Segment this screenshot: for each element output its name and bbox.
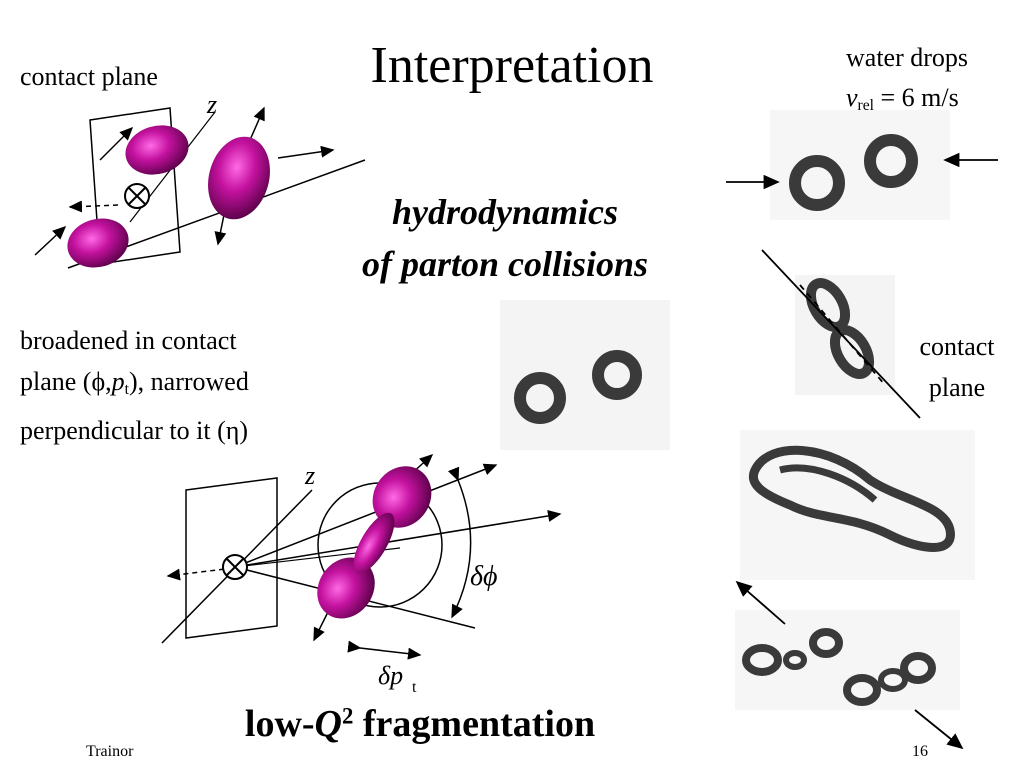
arrow-out-lower-right [914, 709, 964, 750]
broadened-line3: perpendicular to it (η) [20, 415, 249, 445]
velocity-value: = 6 m/s [874, 83, 959, 112]
hydro-line1: hydrodynamics [391, 192, 618, 232]
delta-pt-subscript: t [412, 679, 417, 696]
comma: , [105, 367, 112, 396]
water-drops-line1: water drops [846, 43, 969, 72]
contact-plane-label-right: contact plane [890, 326, 1024, 408]
drop-center-left [514, 372, 566, 424]
drop-center-right [592, 350, 642, 400]
hydro-line2: of parton collisions [361, 244, 649, 284]
page-number: 16 [912, 743, 928, 760]
contact-line-solid [761, 249, 921, 419]
delta-pt-label: δp [378, 661, 403, 690]
delta-pt-arrow [347, 640, 422, 660]
water-drops-label: water drops vrel = 6 m/s [846, 38, 968, 126]
delta-phi-label: δϕ [470, 561, 498, 592]
ellipsoid-upper-icon [125, 125, 189, 175]
elongated-ellipsoid-icon [317, 466, 432, 619]
footer-author: Trainor [86, 743, 134, 760]
contact-plane-rect-bottom [185, 477, 278, 639]
water-drop-sequence [500, 110, 998, 750]
arrow-lower-top [34, 225, 67, 256]
contact-plane-right-line2: plane [928, 373, 986, 402]
arrow-right-top [277, 145, 335, 159]
dashed-arrow-top [68, 200, 119, 213]
velocity-subscript: rel [857, 96, 874, 114]
contact-plane-label-top: contact plane [20, 62, 158, 91]
hydrodynamics-heading: hydrodynamics of parton collisions [300, 186, 710, 290]
fragment-4 [900, 652, 936, 684]
drop-left-frame1 [789, 155, 845, 211]
fragment-3 [843, 674, 881, 706]
fragment-2 [809, 628, 843, 658]
delta-phi-arc [447, 466, 472, 619]
merged-drop-shape [748, 445, 955, 552]
cone-line-middle [234, 510, 562, 568]
drop-right-frame1 [864, 134, 918, 188]
ellipsoid-merged-icon [208, 136, 270, 220]
phi-symbol: ϕ [91, 367, 106, 396]
collision-diagram-bottom: z δϕ δp t [161, 453, 562, 696]
collision-diagram-top: z [34, 90, 366, 269]
broadened-description: broadened in contact plane (ϕ,pt), narro… [20, 320, 249, 451]
arrow-upper-top [99, 126, 134, 161]
ellipsoid-lower-icon [67, 218, 129, 268]
q-symbol: Q [314, 703, 342, 745]
lowq-suffix: fragmentation [353, 703, 596, 745]
fragment-1 [742, 644, 782, 676]
broadened-line1: broadened in contact [20, 326, 237, 355]
low-q2-fragmentation-heading: low-Q2 fragmentation [160, 702, 680, 746]
z-label-bottom: z [304, 461, 315, 490]
broadened-line2-a: plane ( [20, 367, 92, 396]
photo-center [500, 300, 670, 450]
broadened-line2: plane (ϕ,pt), narrowed [20, 361, 249, 410]
arrow-up-right-ellipsoid [249, 106, 265, 141]
p-symbol: p [111, 367, 125, 396]
arrow-out-upper-left [735, 580, 786, 625]
contact-plane-right-line1: contact [919, 332, 995, 361]
z-label-top: z [206, 90, 217, 119]
slide-title: Interpretation [370, 37, 654, 94]
t-subscript: t [124, 380, 129, 398]
dashed-arrow-bottom [166, 567, 234, 581]
q-superscript: 2 [342, 703, 354, 729]
contact-plane-rect-top [89, 107, 181, 265]
velocity-line: vrel = 6 m/s [846, 78, 968, 126]
drop-contact-lower [829, 325, 875, 379]
broadened-line2-b: ), narrowed [129, 367, 249, 396]
velocity-symbol: v [846, 83, 858, 112]
lowq-prefix: low- [244, 703, 315, 745]
